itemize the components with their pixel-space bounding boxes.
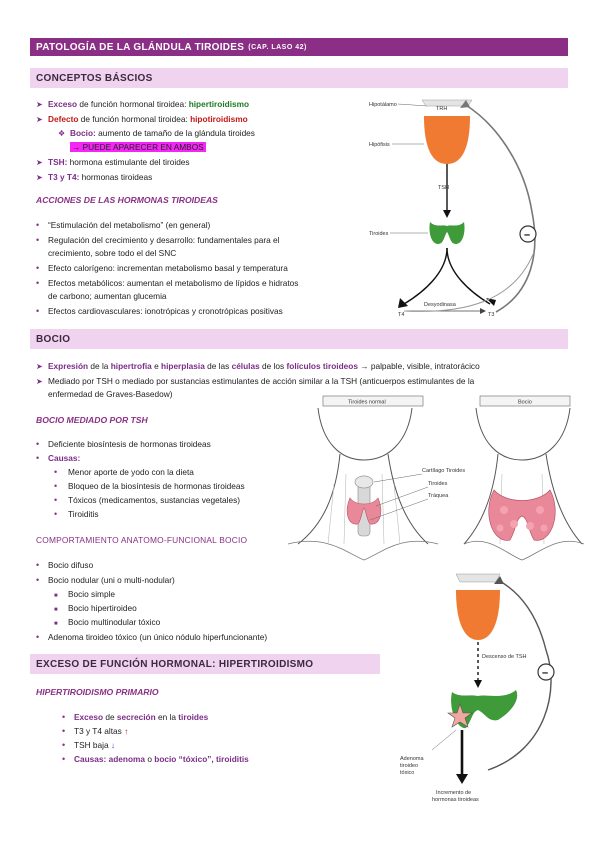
neck-illustration: Tiroides normal Bocio Cartílago Tiroides…	[288, 395, 585, 561]
list-item: •Efectos cardiovasculares: ionotrópicas …	[36, 306, 283, 316]
label-t3: T3	[488, 312, 494, 318]
label-tiroides: Tiroides	[369, 231, 389, 237]
list-item: •Tiroiditis	[54, 509, 99, 519]
list-item: ➤Expresión de la hipertrofia e hiperplas…	[36, 361, 480, 371]
arrow-down-icon: ↓	[110, 740, 116, 750]
list-item: •Causas: adenoma o bocio “tóxico”, tiroi…	[62, 754, 249, 764]
section-exceso: EXCESO DE FUNCIÓN HORMONAL: HIPERTIROIDI…	[30, 654, 380, 674]
label-tiroides-neck: Tiroides	[428, 481, 448, 487]
list-item: •T3 y T4 altas ↑	[62, 726, 129, 736]
down-arrow-icon	[456, 774, 468, 784]
list-item-cont: enfermedad de Graves-Basedow)	[48, 389, 173, 399]
highlight-note: → PUEDE APARECER EN AMBOS	[70, 142, 206, 152]
label-descenso: Descenso de TSH	[482, 654, 527, 660]
list-item: •Efectos metabólicos: aumentan el metabo…	[36, 278, 299, 288]
list-item: ■Bocio hipertiroideo	[54, 603, 137, 613]
list-item-cont: crecimiento, sobre todo el del SNC	[48, 248, 177, 258]
arrow-bullet-icon: ➤	[36, 377, 43, 386]
down-arrow-icon	[443, 210, 451, 218]
arrow-bullet-icon: ➤	[36, 100, 43, 109]
section-bocio: BOCIO	[30, 329, 568, 349]
list-item: •TSH baja ↓	[62, 740, 116, 750]
pituitary-shape	[456, 590, 500, 640]
list-item: •Bloqueo de la biosíntesis de hormonas t…	[54, 481, 245, 491]
arrow-bullet-icon: ➤	[36, 158, 43, 167]
diamond-bullet-icon: ❖	[58, 129, 66, 138]
page-subtitle: (CAP. LASO 42)	[248, 43, 307, 51]
arrow-up-icon: ↑	[124, 726, 129, 736]
label-t4: T4	[398, 312, 404, 318]
arrow-bullet-icon: ➤	[36, 362, 43, 371]
svg-text:–: –	[524, 229, 530, 241]
page-header: PATOLOGÍA DE LA GLÁNDULA TIROIDES (CAP. …	[30, 38, 568, 56]
section-title: CONCEPTOS BÁSCIOS	[36, 72, 153, 84]
down-arrow-icon	[474, 680, 482, 688]
label-trh: TRH	[436, 106, 447, 112]
label-incremento-1: Incremento de	[436, 790, 471, 796]
inhibition-icon	[537, 663, 555, 681]
list-item: •Deficiente biosíntesis de hormonas tiro…	[36, 439, 211, 449]
label-tiroides-normal: Tiroides normal	[348, 400, 386, 406]
label-bocio: Bocio	[518, 400, 532, 406]
section-title: BOCIO	[36, 333, 71, 345]
list-item: •Adenoma tiroideo tóxico (un único nódul…	[36, 632, 268, 642]
subsection-title: ACCIONES DE LAS HORMONAS TIROIDEAS	[36, 195, 218, 205]
list-item: ➤Exceso de función hormonal tiroidea: hi…	[36, 99, 250, 109]
section-title: EXCESO DE FUNCIÓN HORMONAL: HIPERTIROIDI…	[36, 658, 314, 670]
label-tsh: TSH	[438, 185, 449, 191]
list-item: ■Bocio multinodular tóxico	[54, 617, 161, 627]
label-adenoma-2: tiroideo	[400, 763, 418, 769]
goiter-thyroid-shape	[488, 489, 556, 541]
label-cartilago: Cartílago Tiroides	[422, 468, 465, 474]
arrow-bullet-icon: ➤	[36, 173, 43, 182]
label-traquea: Tráquea	[428, 493, 449, 499]
list-item: •“Estimulación del metabolismo” (en gene…	[36, 220, 211, 230]
section-conceptos: CONCEPTOS BÁSCIOS	[30, 68, 568, 88]
label-hipotalamo: Hipotálamo	[369, 102, 397, 108]
list-item: •Efecto calorígeno: incrementan metaboli…	[36, 263, 288, 273]
thyroid-shape	[451, 690, 518, 729]
hpt-axis-diagram: Hipotálamo TRH Hipófisis TSH Tiroides De…	[369, 99, 537, 318]
pituitary-shape	[424, 116, 470, 164]
subsection-title: COMPORTAMIENTO ANATOMO-FUNCIONAL BOCIO	[36, 535, 248, 545]
thyroid-shape	[429, 222, 465, 244]
normal-thyroid-shape	[346, 497, 382, 525]
list-item: •Menor aporte de yodo con la dieta	[54, 467, 194, 477]
list-item: ■Bocio simple	[54, 589, 116, 599]
list-item: ➤Mediado por TSH o mediado por sustancia…	[36, 376, 475, 386]
label-desyodinasa: Desyodinasa	[424, 302, 457, 308]
list-item: •Tóxicos (medicamentos, sustancias veget…	[54, 495, 241, 505]
list-item: ❖Bocio: aumento de tamaño de la glándula…	[58, 128, 255, 138]
list-item: •Bocio difuso	[36, 560, 94, 570]
star-icon	[447, 703, 473, 728]
subsection-title: BOCIO MEDIADO POR TSH	[36, 415, 148, 425]
list-item-cont: de carbono; aumentan glucemia	[48, 291, 167, 301]
inhibition-icon	[519, 225, 537, 243]
hyperthyroid-diagram: Descenso de TSH Adenoma tiroideo tóxico …	[400, 573, 555, 803]
list-item: •Causas:	[36, 453, 81, 463]
list-item: ➤TSH: hormona estimulante del tiroides	[36, 157, 190, 167]
list-item: ➤Defecto de función hormonal tiroidea: h…	[36, 114, 248, 124]
list-item: •Regulación del crecimiento y desarrollo…	[36, 235, 280, 245]
subsection-title: HIPERTIROIDISMO PRIMARIO	[36, 687, 159, 697]
list-item: •Bocio nodular (uni o multi-nodular)	[36, 575, 175, 585]
arrow-bullet-icon: ➤	[36, 115, 43, 124]
label-adenoma-3: tóxico	[400, 770, 414, 776]
list-item: •Exceso de secreción en la tiroides	[62, 712, 209, 722]
page-title: PATOLOGÍA DE LA GLÁNDULA TIROIDES	[36, 41, 245, 53]
svg-text:–: –	[542, 667, 548, 679]
label-adenoma-1: Adenoma	[400, 756, 424, 762]
list-item: ➤T3 y T4: hormonas tiroideas	[36, 172, 153, 182]
label-hipofisis: Hipófisis	[369, 142, 390, 148]
label-incremento-2: hormonas tiroideas	[432, 797, 479, 803]
